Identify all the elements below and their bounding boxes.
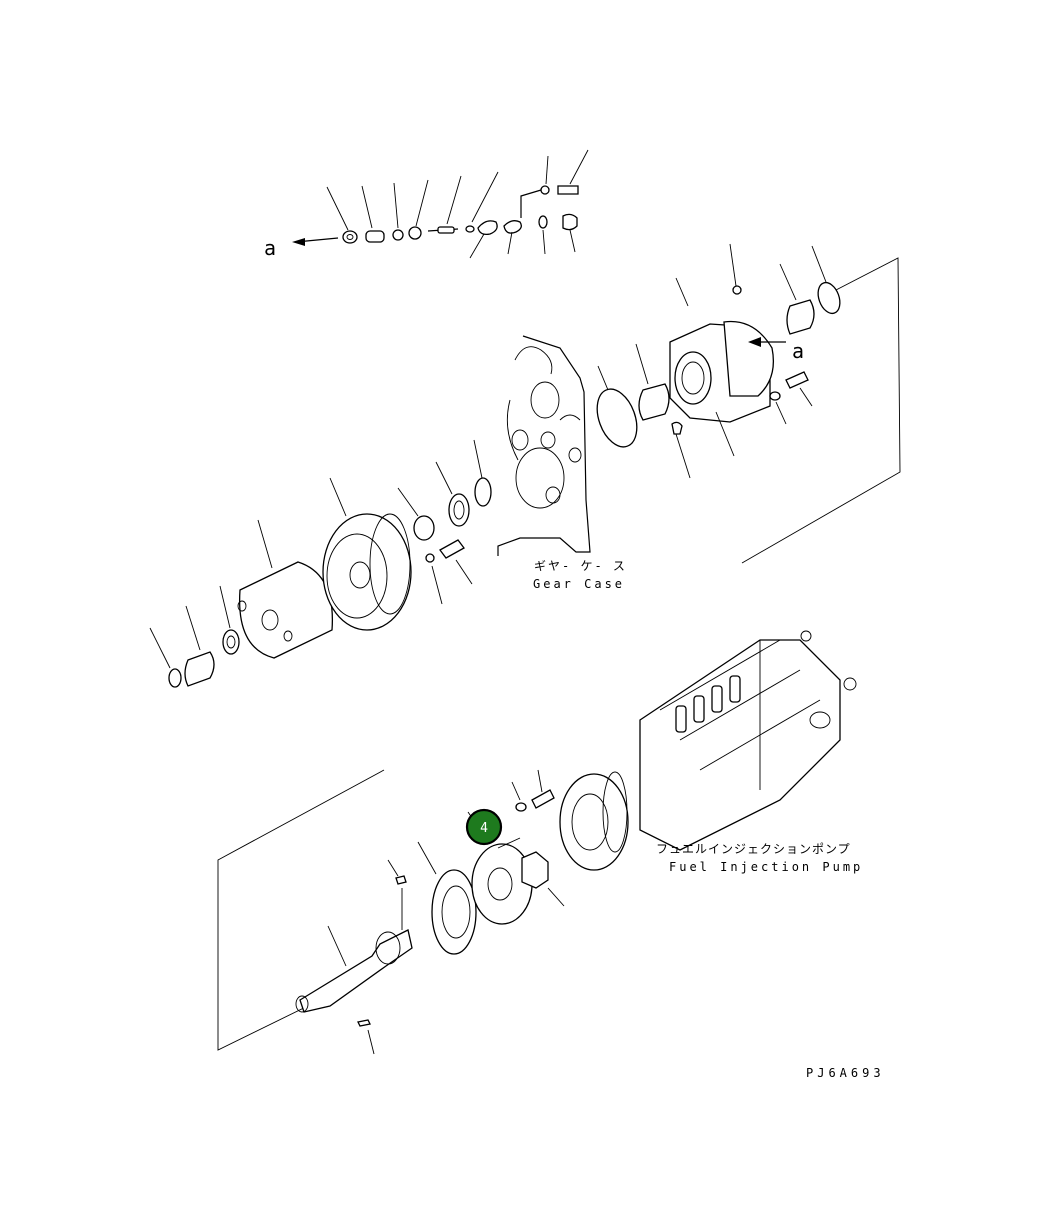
fuel-injection-pump <box>559 630 857 871</box>
arrow-left-icon <box>748 337 761 347</box>
callout-4[interactable]: 4 <box>465 808 503 846</box>
ref-a-right: a <box>792 339 804 363</box>
gear-case-jp-label: ギヤ- ケ- ス <box>534 559 627 573</box>
callout-number: 4 <box>480 821 488 836</box>
gear-case <box>497 335 591 556</box>
top-parts-row <box>292 149 589 259</box>
pump-en-label: Fuel Injection Pump <box>669 860 863 874</box>
housing-boundary <box>741 257 901 564</box>
ref-a-left: a <box>264 236 276 260</box>
drive-shaft-assembly <box>217 769 565 1055</box>
pump-jp-label: フュエルインジェクションポンプ <box>656 842 851 856</box>
pump-mount-parts <box>596 243 841 479</box>
drive-gear-assembly <box>149 439 492 688</box>
drawing-code: PJ6A693 <box>806 1066 885 1080</box>
gear-case-en-label: Gear Case <box>533 577 625 591</box>
arrow-left-icon <box>292 238 305 246</box>
